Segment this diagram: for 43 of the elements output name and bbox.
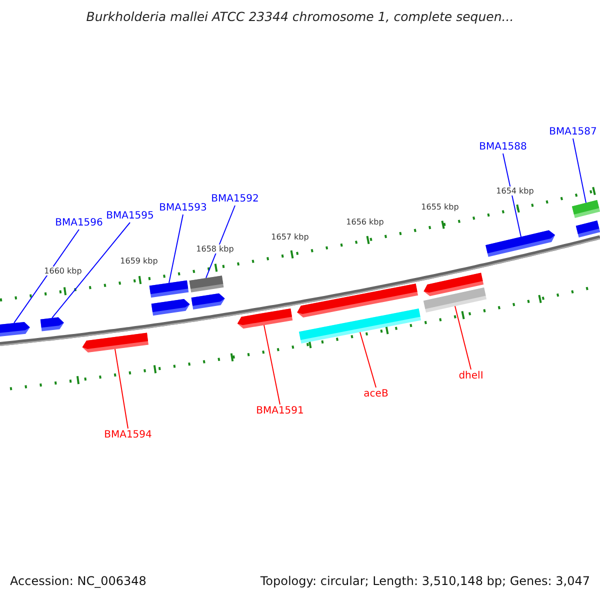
gene-bar <box>572 200 600 218</box>
scale-label: 1657 kbp <box>270 232 310 242</box>
leader-line <box>264 324 280 405</box>
gene-bar <box>188 276 224 292</box>
genome-summary: Topology: circular; Length: 3,510,148 bp; Genes: 3,047 <box>260 574 590 588</box>
leader-line <box>206 205 236 278</box>
accession-text: Accession: NC_006348 <box>10 574 146 588</box>
gene-label: BMA1593 <box>159 202 207 214</box>
gene-bar <box>149 280 189 298</box>
gene-label: BMA1591 <box>256 406 304 416</box>
gene-block <box>0 321 30 337</box>
scale-label: 1659 kbp <box>119 256 159 266</box>
gene-label: BMA1595 <box>106 210 154 222</box>
gene-label: aceB <box>364 388 388 400</box>
gene-label: BMA1592 <box>211 194 259 204</box>
gene-label: BMA1587 <box>549 126 597 138</box>
scale-label: 1660 kbp <box>43 266 83 276</box>
leader-line <box>114 348 128 429</box>
leader-line <box>14 229 80 324</box>
scale-label: 1655 kbp <box>420 202 460 212</box>
scale-label: 1658 kbp <box>195 244 235 254</box>
leader-line <box>168 214 184 284</box>
gene-label: BMA1596 <box>55 218 103 228</box>
gene-label: BMA1594 <box>104 430 152 440</box>
leader-line <box>52 222 130 318</box>
gene-label: BMA1588 <box>479 142 527 152</box>
scale-label: 1656 kbp <box>345 218 385 226</box>
leader-line <box>572 138 586 204</box>
scale-label: 1654 kbp <box>495 186 535 196</box>
leader-line <box>454 306 472 370</box>
gene-block <box>190 292 226 310</box>
gene-block <box>151 298 191 316</box>
gene-label: dhelI <box>458 370 484 382</box>
gene-block <box>486 229 556 257</box>
gene-bar <box>576 220 600 238</box>
leader-line <box>360 332 376 388</box>
gene-bar <box>423 288 487 312</box>
gene-block <box>236 308 292 330</box>
gene-bar <box>298 308 422 344</box>
gene-block <box>40 316 64 332</box>
title: Burkholderia mallei ATCC 23344 chromosome 1, complete sequen... <box>86 9 514 24</box>
leader-line <box>502 153 522 238</box>
gene-block <box>82 332 148 354</box>
